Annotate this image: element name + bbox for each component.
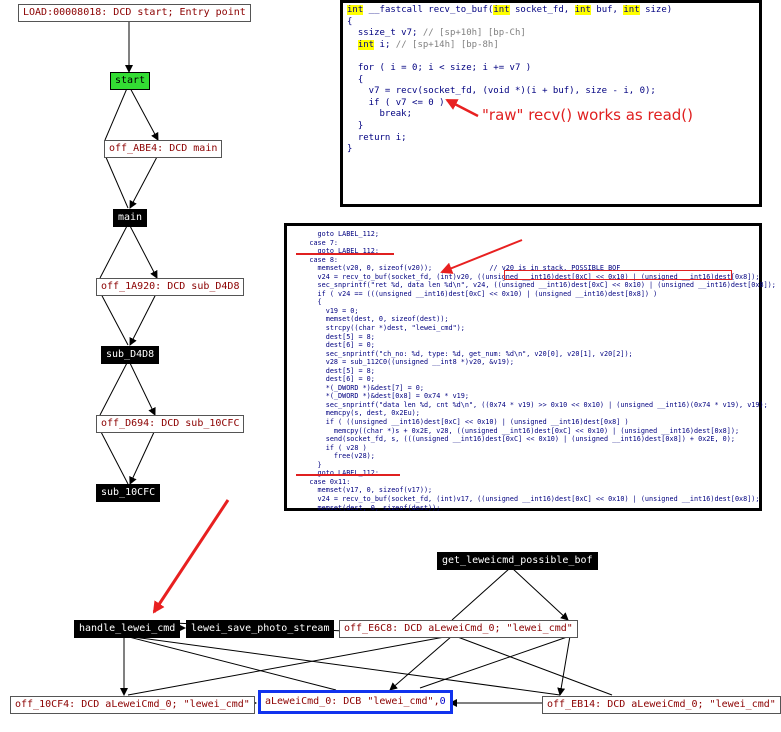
code-line: send(socket_fd, s, (((unsigned __int16)d…: [293, 435, 735, 444]
node-main[interactable]: main: [113, 209, 148, 227]
code-line: if ( v7 <= 0 ): [347, 97, 445, 108]
code-line: dest[5] = 8;: [293, 366, 375, 375]
node-off-1a920[interactable]: off_1A920: DCD sub_D4D8: [96, 278, 245, 296]
code-line: v24 = recv_to_buf(socket_fd, (int)v20, (…: [293, 272, 760, 281]
code-line: if ( v28 ): [293, 443, 367, 452]
code-line: v19 = 0;: [293, 306, 359, 315]
code-line: case 7:: [293, 238, 339, 247]
code-token: int: [574, 5, 591, 15]
code-token: buf,: [590, 5, 624, 15]
node-aleweicmd-selected[interactable]: aLeweiCmd_0: DCB "lewei_cmd",0: [258, 690, 453, 714]
code-token: i;: [374, 39, 396, 50]
code-line: }: [347, 120, 364, 131]
node-handle-lewei-cmd[interactable]: handle_lewei_cmd: [74, 620, 181, 638]
code-line: break;: [347, 109, 413, 120]
code-line: memset(dest, 0, sizeof(dest));: [293, 503, 441, 512]
code-line: if ( v24 == (((unsigned __int16)dest[0xC…: [293, 289, 658, 298]
code-line: free(v28);: [293, 452, 375, 461]
code-line: case 0x11:: [293, 477, 351, 486]
code-line: memcpy((char *)s + 0x2E, v28, ((unsigned…: [293, 426, 740, 435]
annotation-raw-recv: "raw" recv() works as read(): [482, 106, 693, 124]
switch-code-panel: goto LABEL_112; case 7: goto LABEL_112; …: [284, 223, 776, 512]
code-line: memset(dest, 0, sizeof(dest));: [293, 315, 449, 324]
code-line: goto LABEL_112;: [293, 230, 379, 238]
code-line: for ( i = 0; i < size; i += v7 ): [347, 62, 532, 73]
code-token: int: [623, 5, 640, 15]
switch-code: goto LABEL_112; case 7: goto LABEL_112; …: [287, 226, 776, 516]
recv-to-buf-code: int __fastcall recv_to_buf(int socket_fd…: [343, 3, 759, 158]
highlight-size-expression: [504, 270, 732, 280]
code-line: sec_snprintf("data len %d, cnt %d\n", ((…: [293, 400, 768, 409]
code-line: if ( ((unsigned __int16)dest[0xC] << 0x1…: [293, 418, 629, 427]
code-line: return i;: [347, 132, 407, 143]
code-token: int: [357, 39, 375, 50]
code-line: goto LABEL_112;: [293, 469, 753, 478]
code-token: int: [347, 5, 364, 15]
code-line: goto LABEL_112;: [293, 247, 379, 256]
underline-goto-1: [296, 253, 394, 255]
code-line: case 8:: [293, 255, 339, 264]
code-line: memcpy(s, dest, 0x2Eu);: [293, 409, 420, 418]
code-line: sec_snprintf("ret %d, data len %d\n", v2…: [293, 281, 776, 290]
selected-value: 0: [439, 696, 446, 707]
node-get-leweicmd-possible-bof[interactable]: get_leweicmd_possible_bof: [437, 552, 598, 570]
code-line: }: [347, 144, 353, 155]
code-line: *(_DWORD *)&dest[7] = 0;: [293, 383, 424, 392]
node-sub-10cfc[interactable]: sub_10CFC: [96, 484, 161, 502]
node-off-abe4[interactable]: off_ABE4: DCD main: [104, 140, 223, 158]
code-line: dest[5] = 8;: [293, 332, 375, 341]
code-token: __fastcall recv_to_buf(: [363, 5, 494, 15]
code-token: ssize_t v7;: [347, 28, 423, 39]
code-line: v28 = sub_112C0((unsigned __int8 *)v20, …: [293, 358, 514, 367]
node-load-entry[interactable]: LOAD:00008018: DCD start; Entry point: [18, 4, 251, 22]
node-lewei-save-photo-stream[interactable]: lewei_save_photo_stream: [186, 620, 335, 638]
code-token: size): [639, 5, 673, 15]
code-line: *(_DWORD *)&dest[0x8] = 0x74 * v19;: [293, 392, 469, 401]
code-line: memset(v17, 0, sizeof(v17));: [293, 486, 433, 495]
code-line: }: [293, 460, 322, 469]
code-token: socket_fd,: [509, 5, 575, 15]
node-start[interactable]: start: [110, 72, 151, 90]
node-off-d694[interactable]: off_D694: DCD sub_10CFC: [96, 415, 245, 433]
code-comment: // [sp+14h] [bp-8h]: [395, 39, 499, 50]
selected-label: aLeweiCmd_0: DCB "lewei_cmd",: [265, 696, 440, 707]
node-off-eb14[interactable]: off_EB14: DCD aLeweiCmd_0; "lewei_cmd": [542, 696, 781, 714]
code-line: dest[6] = 0;: [293, 341, 375, 350]
recv-to-buf-code-panel: int __fastcall recv_to_buf(int socket_fd…: [340, 0, 762, 207]
code-token: int: [493, 5, 510, 15]
underline-goto-2: [296, 474, 400, 476]
code-line: v24 = recv_to_buf(socket_fd, (int)v17, (…: [293, 494, 760, 503]
code-comment: // [sp+10h] [bp-Ch]: [422, 28, 526, 39]
code-line: strcpy((char *)dest, "lewei_cmd");: [293, 324, 465, 333]
code-line: v7 = recv(socket_fd, (void *)(i + buf), …: [347, 86, 656, 97]
code-line: sec_snprintf("ch_no: %d, type: %d, get_n…: [293, 349, 633, 358]
node-off-e6c8[interactable]: off_E6C8: DCD aLeweiCmd_0; "lewei_cmd": [339, 620, 578, 638]
code-line: {: [347, 74, 364, 85]
code-line: dest[6] = 0;: [293, 375, 375, 384]
node-sub-d4d8[interactable]: sub_D4D8: [101, 346, 160, 364]
code-line: {: [293, 298, 322, 307]
code-line: {: [347, 16, 353, 27]
node-off-10cf4[interactable]: off_10CF4: DCD aLeweiCmd_0; "lewei_cmd": [10, 696, 255, 714]
